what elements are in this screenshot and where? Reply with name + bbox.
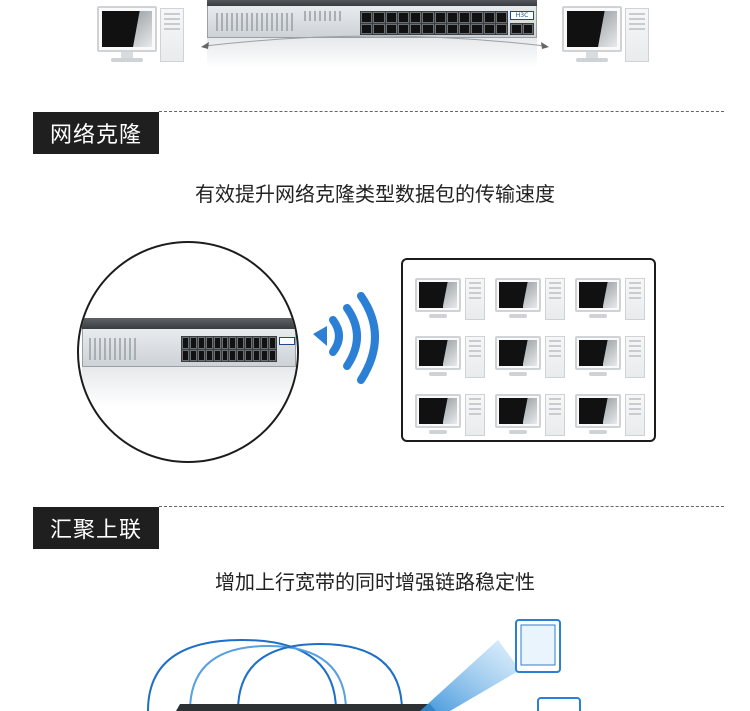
section-tag-network-clone: 网络克隆 [33,112,159,154]
pc-icon [575,336,651,382]
device-icon [537,697,581,711]
pc-right-icon [562,6,654,62]
pc-icon [415,278,491,324]
device-icon [515,619,561,673]
pc-icon [495,278,571,324]
pc-group-box [401,258,656,442]
pc-icon [415,394,491,440]
section-subtitle-network-clone: 有效提升网络克隆类型数据包的传输速度 [195,182,555,206]
section-subtitle-uplink-aggregation: 增加上行宽带的同时增强链路稳定性 [215,570,535,594]
section-divider [159,506,724,507]
pc-icon [575,394,651,440]
top-switch-icon: H3C [207,0,537,38]
section-divider [159,111,724,112]
pc-icon [495,394,571,440]
pc-left-icon [97,6,189,62]
pc-icon [575,278,651,324]
pc-icon [495,336,571,382]
switch-circle [77,241,299,463]
section-tag-uplink-aggregation: 汇聚上联 [33,507,159,549]
uplink-beam [420,640,520,711]
switch-icon [82,318,296,367]
link-arrows-icon [201,35,549,49]
wireless-signal-icon [313,292,379,384]
switch-brand-logo: H3C [510,11,534,20]
aggregation-diagram [147,619,581,711]
pc-icon [415,336,491,382]
